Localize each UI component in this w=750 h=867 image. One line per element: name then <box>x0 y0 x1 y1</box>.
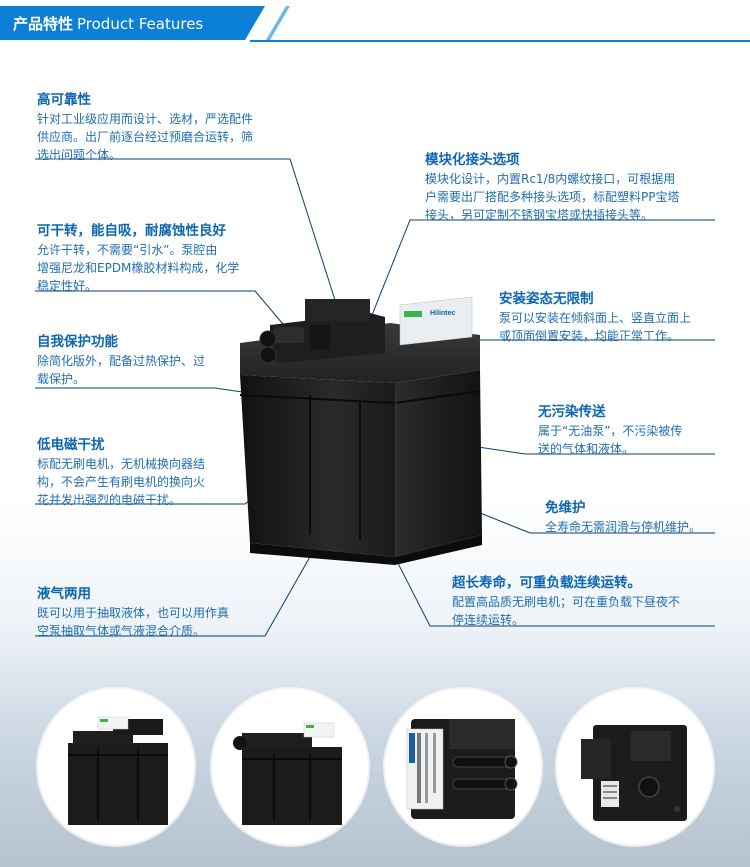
leader-modular-joint <box>369 219 715 321</box>
feature-desc-line: 既可以用于抽取液体，也可以用作真 <box>37 606 230 620</box>
feature-desc-line: 泵可以安装在倾斜面上、竖直立面上 <box>499 311 692 325</box>
feature-desc-line: 选出问题个体。 <box>37 148 122 162</box>
feature-desc-line: 送的气体和液体。 <box>538 442 635 456</box>
feature-desc-line: 除简化版外，配备过热保护、过 <box>37 354 206 368</box>
feature-title: 低电磁干扰 <box>37 437 105 453</box>
feature-reliability: 高可靠性 针对工业级应用而设计、选材，严选配件 供应商。出厂前逐台经过预磨合运转… <box>37 90 287 164</box>
feature-desc-line: 空泵抽取气体或气液混合介质。 <box>37 624 206 638</box>
thumbnail-label-view[interactable] <box>385 689 541 845</box>
feature-title: 液气两用 <box>37 586 91 602</box>
feature-mounting: 安装姿态无限制 泵可以安装在倾斜面上、竖直立面上 或顶面倒置安装，均能正常工作。 <box>499 289 729 345</box>
feature-title: 高可靠性 <box>37 92 91 108</box>
pump-side-view-icon <box>233 722 342 825</box>
feature-desc-line: 全寿命无需润滑与停机维护。 <box>545 520 702 534</box>
feature-desc-line: 构，不会产生有刷电机的换向火 <box>37 475 206 489</box>
feature-long-life: 超长寿命，可重负载连续运转。 配置高品质无刷电机；可在重负载下昼夜不 停连续运转… <box>452 573 727 629</box>
feature-desc-line: 配置高品质无刷电机；可在重负载下昼夜不 <box>452 595 681 609</box>
feature-title: 安装姿态无限制 <box>499 291 594 307</box>
feature-title: 免维护 <box>545 500 586 516</box>
feature-desc-line: 载保护。 <box>37 372 86 386</box>
header-banner <box>0 6 265 40</box>
feature-desc-line: 停连续运转。 <box>452 613 525 627</box>
feature-title: 超长寿命，可重负载连续运转。 <box>452 575 641 591</box>
feature-desc-line: 或顶面倒置安装，均能正常工作。 <box>499 329 680 343</box>
feature-self-protect: 自我保护功能 除简化版外，配备过热保护、过 载保护。 <box>37 332 237 388</box>
pump-label-view-icon <box>406 719 518 819</box>
pump-product-image: Hilintec <box>239 296 482 565</box>
feature-desc-line: 模块化设计，内置Rc1/8内螺纹接口，可根据用 <box>425 172 676 186</box>
feature-desc-line: 增强尼龙和EPDM橡胶材料构成，化学 <box>37 261 240 275</box>
feature-maintenance-free: 免维护 全寿命无需润滑与停机维护。 <box>545 498 735 536</box>
feature-title: 自我保护功能 <box>37 334 118 350</box>
feature-desc-line: 花并发出强烈的电磁干扰。 <box>37 493 182 507</box>
feature-desc-line: 标配无刷电机，无机械换向器结 <box>37 457 206 471</box>
thumbnail-side-view[interactable] <box>212 689 368 845</box>
feature-no-pollution: 无污染传送 属于“无油泵”，不污染被传 送的气体和液体。 <box>538 402 728 458</box>
feature-desc-line: 供应商。出厂前逐台经过预磨合运转，筛 <box>37 130 254 144</box>
feature-title: 可干转，能自吸，耐腐蚀性良好 <box>37 223 226 239</box>
feature-desc-line: 针对工业级应用而设计、选材，严选配件 <box>37 112 254 126</box>
feature-desc-line: 稳定性好。 <box>37 279 98 293</box>
section-title-en: Product Features <box>77 15 204 33</box>
feature-desc-line: 属于“无油泵”，不污染被传 <box>538 424 683 438</box>
header-underline <box>250 40 750 42</box>
product-label <box>399 296 473 346</box>
label-brand-text: Hilintec <box>430 310 455 317</box>
section-title-cn: 产品特性 <box>13 15 74 33</box>
feature-gas-liquid: 液气两用 既可以用于抽取液体，也可以用作真 空泵抽取气体或气液混合介质。 <box>37 584 277 640</box>
feature-dry-run: 可干转，能自吸，耐腐蚀性良好 允许干转，不需要“引水”。泵腔由 增强尼龙和EPD… <box>37 221 277 295</box>
feature-desc-line: 接头，另可定制不锈钢宝塔或快插接头等。 <box>425 208 654 222</box>
thumbnail-front-view[interactable] <box>38 689 194 845</box>
pump-back-view-icon <box>581 725 687 821</box>
leader-reliability <box>35 158 343 323</box>
feature-low-emi: 低电磁干扰 标配无刷电机，无机械换向器结 构，不会产生有刷电机的换向火 花并发出… <box>37 435 247 509</box>
feature-desc-line: 户需要出厂搭配多种接头选项，标配塑料PP宝塔 <box>425 190 680 204</box>
pump-front-view-icon <box>68 716 168 825</box>
feature-title: 模块化接头选项 <box>425 152 520 168</box>
feature-title: 无污染传送 <box>538 404 606 420</box>
feature-modular-joint: 模块化接头选项 模块化设计，内置Rc1/8内螺纹接口，可根据用 户需要出厂搭配多… <box>425 150 725 224</box>
leader-gas-liquid <box>35 524 329 637</box>
thumbnail-back-view[interactable] <box>557 689 713 845</box>
feature-desc-line: 允许干转，不需要“引水”。泵腔由 <box>37 243 218 257</box>
